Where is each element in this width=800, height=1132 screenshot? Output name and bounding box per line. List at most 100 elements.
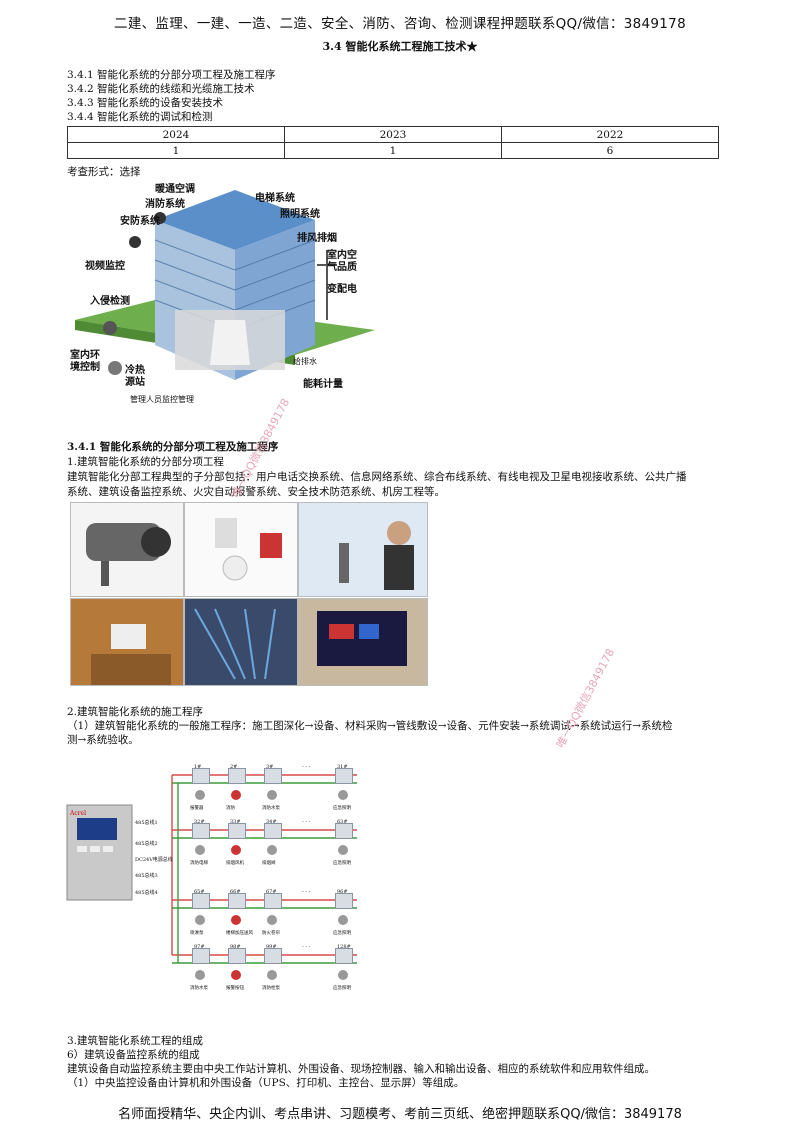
- node-id: 2#: [230, 764, 238, 770]
- label-drainage: 给排水: [293, 357, 317, 366]
- paragraph-line: 测→系统验收。: [67, 734, 139, 746]
- section-title: 3.4 智能化系统工程施工技术★: [322, 40, 478, 53]
- label-energy: 能耗计量: [303, 379, 343, 390]
- field-device: [231, 790, 241, 800]
- node-id: 96#: [337, 889, 348, 895]
- node-id: 67#: [266, 889, 277, 895]
- device-caption: 报警按钮: [226, 986, 244, 991]
- monitoring-wiring-diagram: Acrel 485总线1 485总线2 DC24V电源总线 485总线3 485…: [62, 750, 382, 1022]
- label-video: 视频监控: [85, 261, 125, 272]
- count-cell: 6: [501, 142, 719, 159]
- toc-item: 3.4.3 智能化系统的设备安装技术: [67, 97, 224, 109]
- monitor-module: [228, 768, 246, 784]
- monitor-module: [228, 893, 246, 909]
- subheading: 3.建筑智能化系统工程的组成: [67, 1035, 204, 1047]
- node-ellipsis: - - -: [302, 889, 311, 895]
- tv-photo: [298, 598, 428, 686]
- device-caption: 消防: [226, 806, 235, 811]
- footer-contact-text: 名师面授精华、央企内训、考点串讲、习题模考、考前三页纸、绝密押题联系QQ/微信：…: [118, 1107, 682, 1122]
- fire-detector-photo: [184, 502, 298, 597]
- bus-label: 485总线2: [135, 841, 158, 847]
- count-cell: 1: [284, 142, 502, 159]
- label-elevator: 电梯系统: [255, 193, 295, 204]
- device-caption: 楼梯加压送风: [226, 931, 253, 936]
- paragraph-line: 建筑设备自动监控系统主要由中央工作站计算机、外围设备、现场控制器、输入和输出设备…: [67, 1063, 655, 1075]
- monitor-module: [335, 893, 353, 909]
- node-ellipsis: - - -: [302, 944, 311, 950]
- paragraph-line: （1）建筑智能化系统的一般施工程序：施工图深化→设备、材料采购→管线敷设→设备、…: [67, 720, 673, 732]
- field-device: [231, 845, 241, 855]
- node-ellipsis: - - -: [302, 764, 311, 770]
- subheading: 6）建筑设备监控系统的组成: [67, 1049, 200, 1061]
- device-caption: 喷淋泵: [190, 931, 204, 936]
- node-id: 1#: [194, 764, 202, 770]
- field-device: [338, 970, 348, 980]
- field-device: [231, 970, 241, 980]
- intelligent-building-diagram: 暖通空调 消防系统 安防系统 电梯系统 照明系统 排风排烟 视频监控 入侵检测 …: [65, 180, 385, 410]
- bus-label: 485总线1: [135, 820, 158, 826]
- label-air-quality: 室内空 气品质: [327, 250, 357, 273]
- field-device: [338, 915, 348, 925]
- node-id: 33#: [230, 819, 241, 825]
- monitor-module: [335, 948, 353, 964]
- paragraph-line: （1）中央监控设备由计算机和外围设备（UPS、打印机、主控台、显示屏）等组成。: [67, 1077, 465, 1089]
- device-caption: 防火卷帘: [262, 931, 280, 936]
- field-device: [195, 970, 205, 980]
- device-caption: 排烟阀: [262, 861, 276, 866]
- device-caption: 排烟风机: [226, 861, 244, 866]
- monitor-module: [264, 823, 282, 839]
- device-caption: 应急照明: [333, 806, 351, 811]
- monitor-module: [264, 893, 282, 909]
- field-device: [195, 915, 205, 925]
- monitor-module: [335, 823, 353, 839]
- label-staff: 管理人员监控管理: [130, 395, 194, 404]
- label-intrusion: 入侵检测: [90, 296, 130, 307]
- label-lighting: 照明系统: [280, 209, 320, 220]
- bus-label: DC24V电源总线: [135, 857, 173, 863]
- monitor-module: [192, 768, 210, 784]
- device-caption: 消防电梯: [190, 861, 208, 866]
- label-environment: 室内环 境控制: [70, 350, 100, 373]
- monitor-module: [264, 948, 282, 964]
- node-id: 97#: [194, 944, 205, 950]
- node-id: 63#: [337, 819, 348, 825]
- field-device: [267, 915, 277, 925]
- bus-label: 485总线3: [135, 873, 158, 879]
- count-cell: 1: [67, 142, 285, 159]
- header-contact-text: 二建、监理、一建、一造、二造、安全、消防、咨询、检测课程押题联系QQ/微信：38…: [114, 16, 686, 32]
- device-caption: 应急照明: [333, 931, 351, 936]
- network-cable-photo: [184, 598, 298, 686]
- bus-label: 485总线4: [135, 890, 158, 896]
- subheading: 1.建筑智能化系统的分部分项工程: [67, 456, 225, 468]
- node-id: 3#: [266, 764, 274, 770]
- label-fire: 消防系统: [145, 199, 185, 210]
- label-security: 安防系统: [120, 216, 160, 227]
- monitor-module: [192, 823, 210, 839]
- monitor-module: [192, 893, 210, 909]
- monitor-module: [335, 768, 353, 784]
- paragraph-line: 建筑智能化分部工程典型的子分部包括：用户电话交换系统、信息网络系统、综合布线系统…: [67, 471, 687, 483]
- device-caption: 消防水泵: [190, 986, 208, 991]
- year-cell: 2022: [501, 126, 719, 143]
- exam-year-table: 2024 2023 2022 1 1 6: [67, 126, 719, 159]
- node-id: 128#: [337, 944, 351, 950]
- year-cell: 2023: [284, 126, 502, 143]
- monitor-module: [264, 768, 282, 784]
- node-id: 32#: [194, 819, 205, 825]
- device-caption: 消防栓泵: [262, 986, 280, 991]
- toc-item: 3.4.2 智能化系统的线缆和光缆施工技术: [67, 83, 255, 95]
- node-ellipsis: - - -: [302, 819, 311, 825]
- label-exhaust: 排风排烟: [297, 233, 337, 244]
- exam-form-text: 考查形式：选择: [67, 166, 141, 178]
- field-device: [267, 845, 277, 855]
- field-device: [195, 845, 205, 855]
- call-center-photo: [298, 502, 428, 597]
- label-heat-cold: 冷热 源站: [125, 365, 145, 388]
- panel-brand: Acrel: [70, 810, 87, 817]
- device-caption: 应急照明: [333, 986, 351, 991]
- year-cell: 2024: [67, 126, 285, 143]
- node-id: 66#: [230, 889, 241, 895]
- telephone-photo: [70, 598, 184, 686]
- camera-photo: [70, 502, 184, 597]
- device-caption: 报警器: [190, 806, 204, 811]
